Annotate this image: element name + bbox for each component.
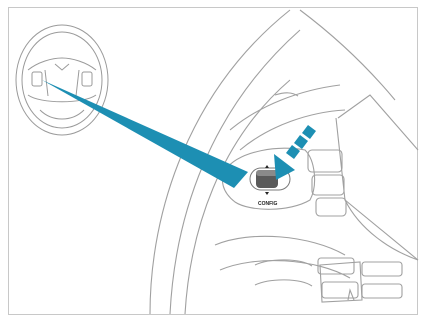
config-label: CONFIG bbox=[258, 201, 278, 207]
